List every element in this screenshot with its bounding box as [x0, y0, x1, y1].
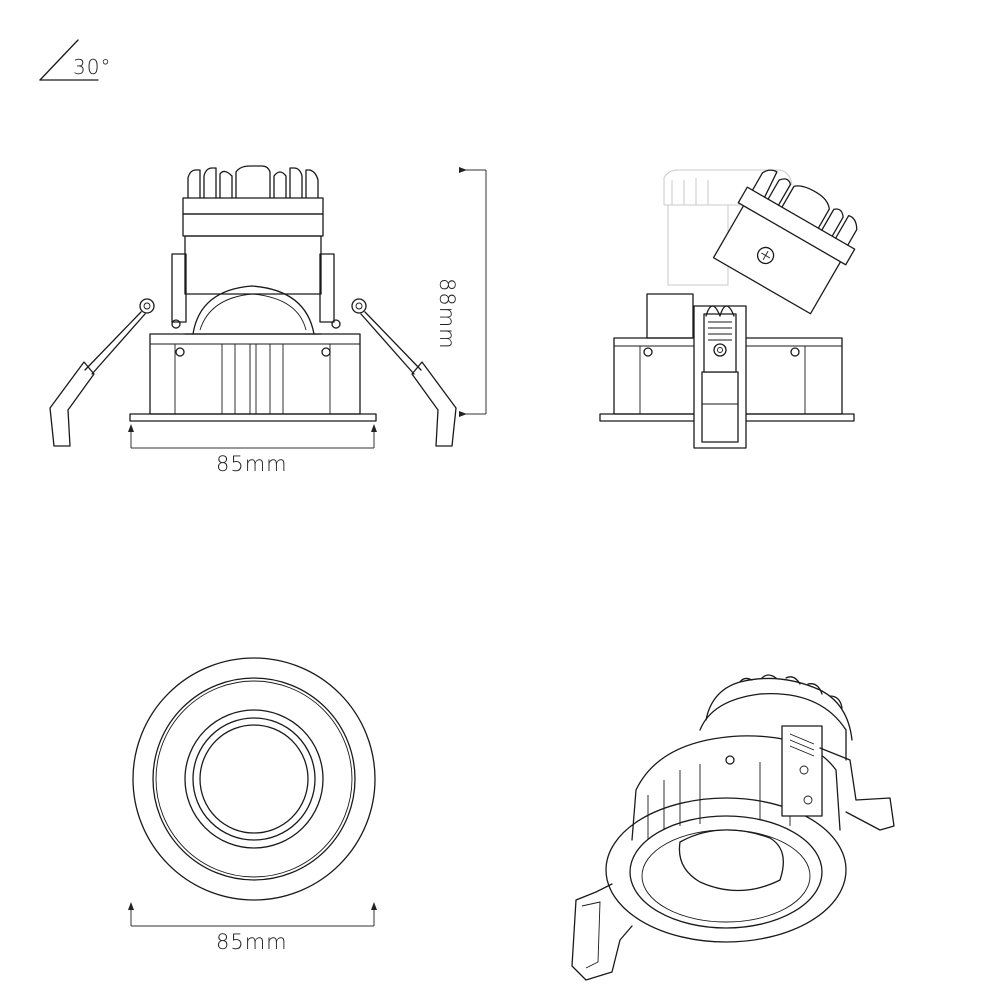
front-view-drawing [49, 165, 457, 447]
top-view-drawing [132, 657, 376, 901]
angle-label: 30° [73, 55, 112, 79]
tilted-head [712, 169, 858, 315]
front-width-dimension-line [128, 424, 377, 449]
height-dimension-line [459, 167, 487, 417]
top-width-dimension-label: 85mm [216, 930, 288, 954]
heatsink-fins [182, 165, 324, 215]
spring-clip-right [351, 298, 457, 447]
spring-clip-left [49, 298, 155, 447]
side-view-drawing [599, 169, 858, 449]
angle-symbol [39, 39, 99, 81]
height-dimension-label: 88mm [435, 278, 459, 350]
front-width-dimension-label: 85mm [216, 452, 288, 476]
perspective-view-drawing [571, 674, 895, 981]
top-width-dimension-line [128, 902, 377, 927]
